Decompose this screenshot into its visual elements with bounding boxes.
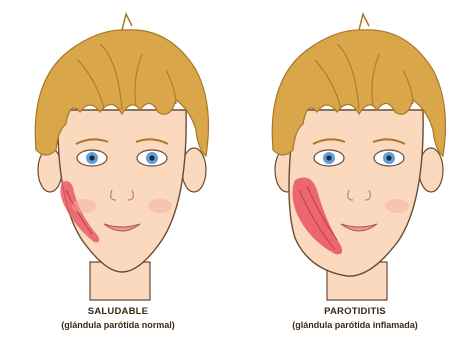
face-outline bbox=[58, 110, 186, 272]
healthy-subtitle: (glándula parótida normal) bbox=[0, 320, 236, 330]
parotitis-panel: PAROTIDITIS (glándula parótida inflamada… bbox=[237, 0, 473, 342]
healthy-child-face-illustration bbox=[0, 0, 236, 300]
parotitis-title: PAROTIDITIS bbox=[237, 306, 473, 317]
parotitis-subtitle: (glándula parótida inflamada) bbox=[237, 320, 473, 330]
healthy-title: SALUDABLE bbox=[0, 306, 236, 317]
healthy-panel: SALUDABLE (glándula parótida normal) bbox=[0, 0, 236, 342]
parotitis-child-face-illustration bbox=[237, 0, 473, 300]
